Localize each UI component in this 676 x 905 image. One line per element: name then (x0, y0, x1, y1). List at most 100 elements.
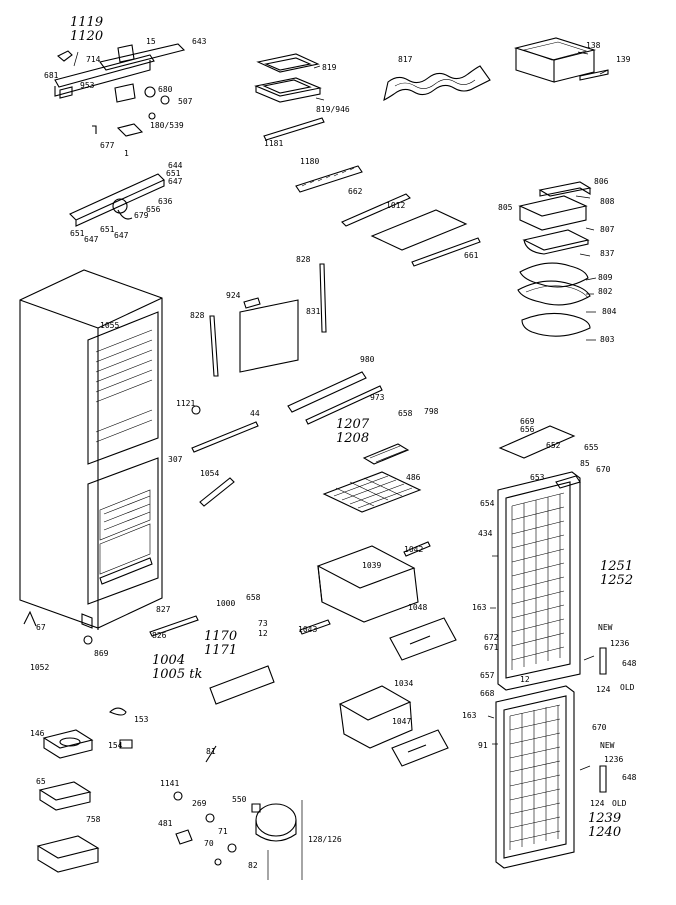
label-91: 91 (478, 741, 488, 750)
label-15: 15 (146, 37, 156, 46)
label-163-b: 163 (462, 711, 477, 720)
label-139: 139 (616, 55, 631, 64)
label-809: 809 (598, 273, 613, 282)
label-802: 802 (598, 287, 613, 296)
label-654: 654 (480, 499, 495, 508)
label-269: 269 (192, 799, 207, 808)
label-1170: 1170 (204, 629, 238, 644)
label-12-a: 12 (258, 629, 268, 638)
label-672: 672 (484, 633, 499, 642)
label-671: 671 (484, 643, 499, 652)
freezer-bin-part (513, 37, 609, 83)
base-parts (23, 610, 275, 873)
label-1048: 1048 (408, 603, 428, 612)
wire-shelf-part (322, 471, 422, 513)
label-1236-b: 1236 (604, 755, 624, 764)
label-old-1: OLD (620, 683, 635, 692)
label-1052: 1052 (30, 663, 50, 672)
label-805: 805 (498, 203, 513, 212)
label-85: 85 (580, 459, 590, 468)
small-hardware-part (191, 405, 410, 507)
label-1171: 1171 (204, 643, 238, 658)
label-1043: 1043 (298, 625, 318, 634)
label-1054: 1054 (200, 469, 220, 478)
label-980: 980 (360, 355, 375, 364)
cover-strip-part (287, 371, 383, 425)
label-138: 138 (586, 41, 601, 50)
label-924: 924 (226, 291, 241, 300)
ice-tray-part (254, 53, 322, 103)
label-81: 81 (206, 747, 216, 756)
label-12-b: 12 (520, 675, 530, 684)
label-1047: 1047 (392, 717, 412, 726)
label-1005: 1005 tk (152, 667, 203, 682)
label-73: 73 (258, 619, 268, 628)
label-1: 1 (124, 149, 129, 158)
label-128-126: 128/126 (308, 835, 342, 844)
label-819-946: 819/946 (316, 105, 350, 114)
label-67: 67 (36, 623, 46, 632)
label-550: 550 (232, 795, 247, 804)
label-670-a: 670 (596, 465, 611, 474)
label-662: 662 (348, 187, 363, 196)
label-1181: 1181 (264, 139, 284, 148)
label-1120: 1120 (70, 29, 104, 44)
label-647-c: 647 (114, 231, 129, 240)
label-658-b: 658 (246, 593, 261, 602)
label-82: 82 (248, 861, 258, 870)
label-434: 434 (478, 529, 493, 538)
label-653: 653 (530, 473, 545, 482)
label-65: 65 (36, 777, 46, 786)
label-828-left: 828 (190, 311, 205, 320)
front-rail-part (69, 173, 165, 227)
label-648-b: 648 (622, 773, 637, 782)
leader-lines (313, 51, 609, 771)
small-drawer-part (338, 685, 449, 767)
label-869: 869 (94, 649, 109, 658)
label-180-539: 180/539 (150, 121, 184, 130)
label-819: 819 (322, 63, 337, 72)
label-817: 817 (398, 55, 413, 64)
label-677: 677 (100, 141, 115, 150)
label-658-a: 658 (398, 409, 413, 418)
glass-shelf-part (341, 193, 481, 267)
label-new-2: NEW (600, 741, 615, 750)
label-670-b: 670 (592, 723, 607, 732)
label-828-top: 828 (296, 255, 311, 264)
label-680: 680 (158, 85, 173, 94)
label-758: 758 (86, 815, 101, 824)
label-831: 831 (306, 307, 321, 316)
label-1042: 1042 (404, 545, 424, 554)
label-681: 681 (44, 71, 59, 80)
label-1240: 1240 (588, 825, 622, 840)
label-146: 146 (30, 729, 45, 738)
label-837: 837 (600, 249, 615, 258)
compressor-part (173, 745, 303, 880)
label-1180: 1180 (300, 157, 320, 166)
label-1141: 1141 (160, 779, 180, 788)
label-44: 44 (250, 409, 260, 418)
label-655: 655 (584, 443, 599, 452)
label-1121: 1121 (176, 399, 196, 408)
label-124-a: 124 (596, 685, 611, 694)
label-953: 953 (80, 81, 95, 90)
label-1208: 1208 (336, 431, 370, 446)
label-71: 71 (218, 827, 228, 836)
label-153: 153 (134, 715, 149, 724)
label-163-a: 163 (472, 603, 487, 612)
refrigerator-cabinet-part (19, 269, 163, 645)
shelf-trim-part (263, 117, 363, 193)
drawer-front-part (389, 617, 457, 661)
label-798: 798 (424, 407, 439, 416)
label-651-a: 651 (166, 169, 181, 178)
label-647-a: 647 (168, 177, 183, 186)
label-656-a: 656 (146, 205, 161, 214)
label-1251: 1251 (600, 559, 634, 574)
label-647-b: 647 (84, 235, 99, 244)
label-804: 804 (602, 307, 617, 316)
label-1239: 1239 (588, 811, 622, 826)
label-1039: 1039 (362, 561, 382, 570)
insulation-sheet-part (383, 65, 491, 102)
label-1004: 1004 (152, 653, 186, 668)
